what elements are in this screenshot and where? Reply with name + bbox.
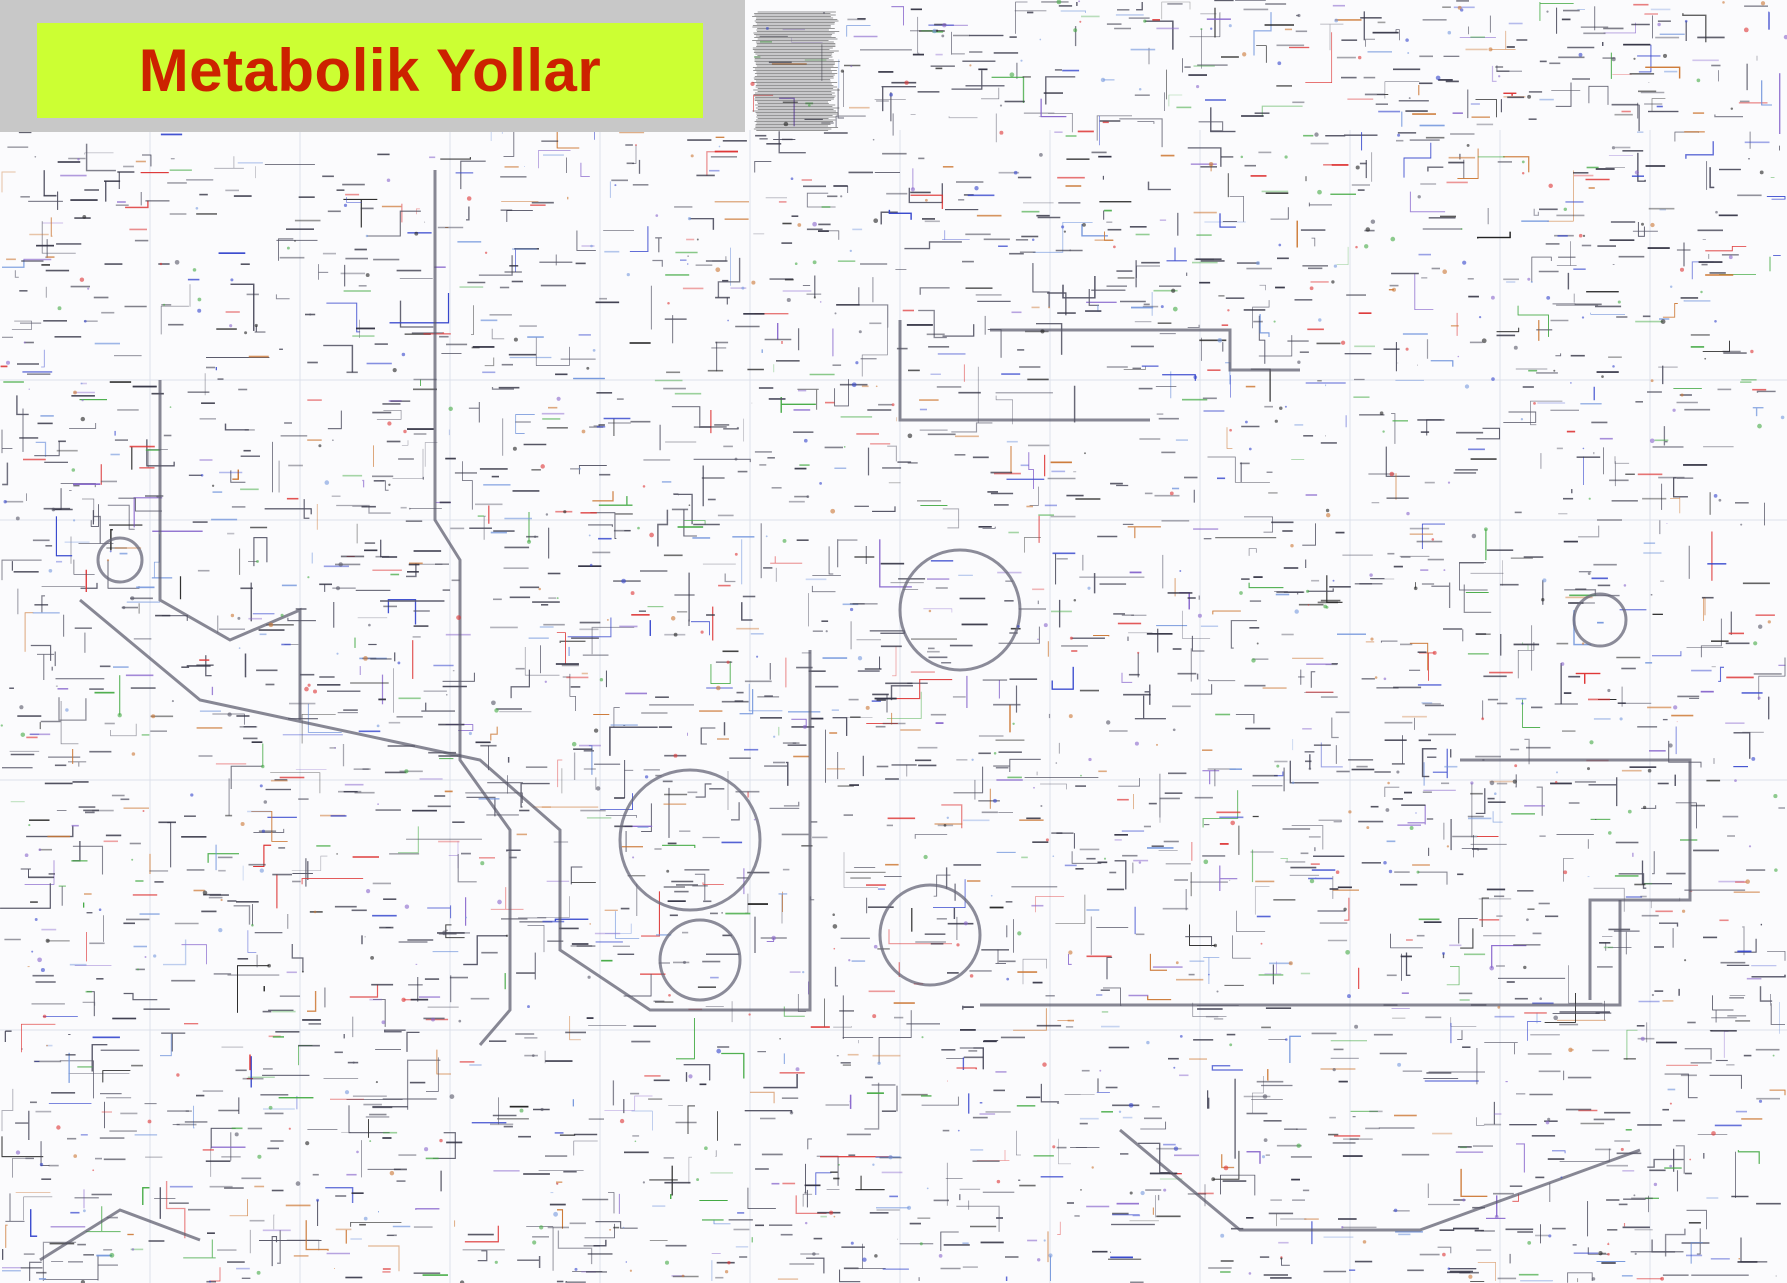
slide-title: Metabolik Yollar xyxy=(139,36,602,105)
title-banner: Metabolik Yollar xyxy=(37,23,703,118)
legend-text-block xyxy=(752,12,840,131)
panel-grid xyxy=(0,130,1787,1283)
major-cycles xyxy=(40,170,1690,1260)
